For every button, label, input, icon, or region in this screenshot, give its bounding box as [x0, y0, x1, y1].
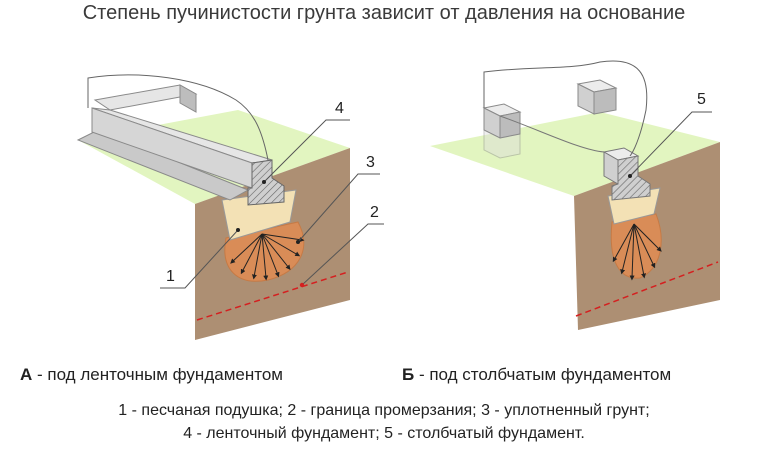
- legend-line-1: 1 - песчаная подушка; 2 - граница промер…: [118, 402, 650, 419]
- caption-b-letter: Б: [402, 365, 415, 384]
- load-line-b: [483, 60, 648, 157]
- leader-1: [160, 229, 239, 289]
- frost-line-b: [575, 261, 719, 317]
- compacted-soil-b: [610, 213, 662, 279]
- column-back-left: [482, 103, 522, 159]
- label-3: 3: [366, 154, 375, 171]
- column-front: [602, 147, 651, 201]
- caption-a-text: - под ленточным фундаментом: [32, 365, 283, 384]
- caption-a: А - под ленточным фундаментом: [20, 365, 283, 385]
- caption-b-text: - под столбчатым фундаментом: [414, 365, 672, 384]
- frost-line-a: [196, 271, 349, 321]
- leader-2: [301, 223, 384, 286]
- label-2: 2: [370, 204, 379, 221]
- label-1: 1: [166, 268, 175, 285]
- page-title: Степень пучинистости грунта зависит от д…: [82, 2, 686, 24]
- column-back-right: [576, 79, 618, 115]
- legend-line-2: 4 - ленточный фундамент; 5 - столбчатый …: [183, 425, 585, 442]
- strip-cross-section: [247, 159, 285, 206]
- column-cross-section: [611, 155, 651, 201]
- label-5: 5: [697, 91, 706, 108]
- diagram-b-column-foundation: 5: [430, 60, 720, 330]
- pressure-arrows-b: [612, 223, 662, 281]
- leader-4: [263, 119, 350, 183]
- pressure-arrows-a: [230, 233, 305, 281]
- strip-back-side: [179, 84, 197, 113]
- load-line-a: [87, 74, 269, 161]
- leader-5: [629, 111, 712, 177]
- label-4: 4: [335, 100, 344, 117]
- caption-a-letter: А: [20, 365, 33, 384]
- caption-b: Б - под столбчатым фундаментом: [402, 365, 671, 385]
- diagram-a-strip-foundation: 4 3 2 1: [76, 74, 384, 340]
- leader-3: [297, 173, 380, 243]
